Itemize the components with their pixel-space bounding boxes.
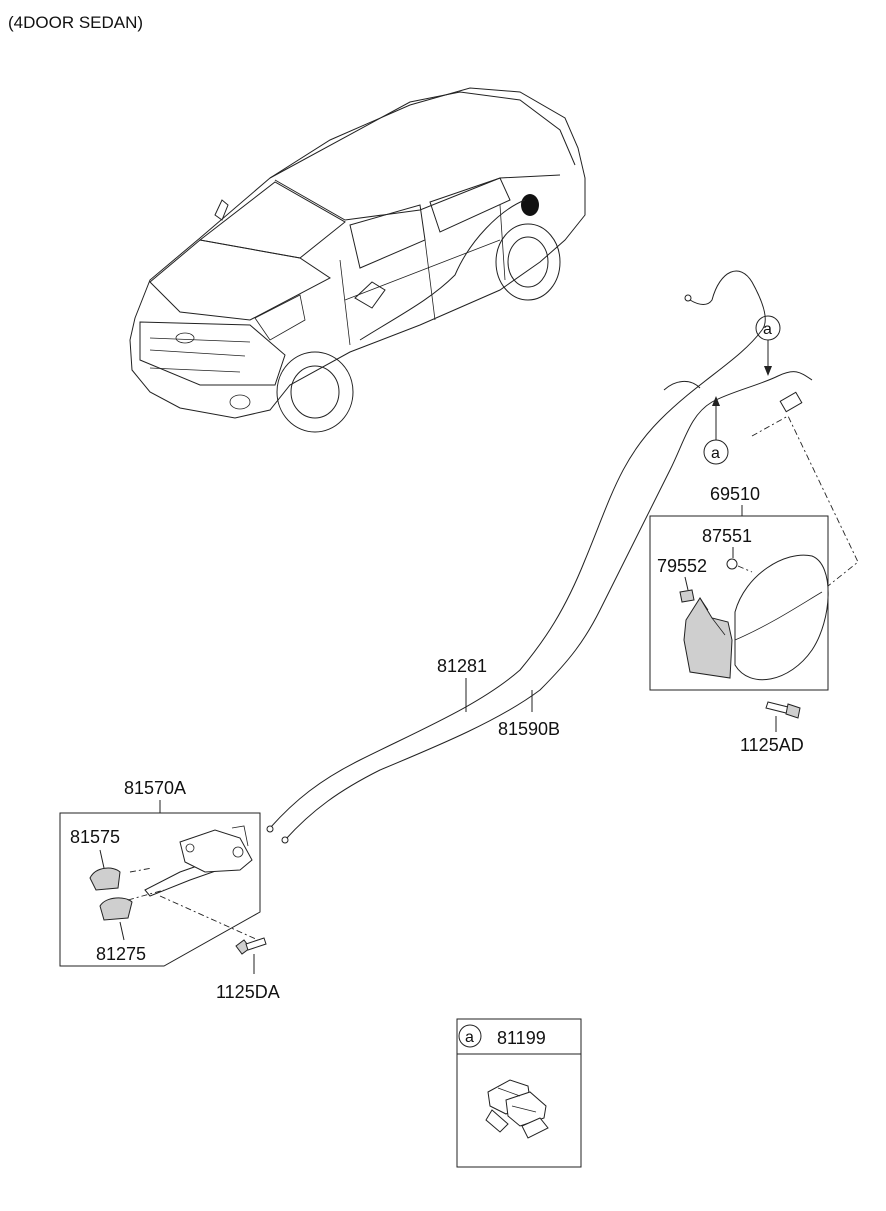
callout-a-top-letter: a <box>763 321 772 338</box>
cable-81281 <box>266 270 766 833</box>
callout-a-middle: a <box>703 396 729 465</box>
label-81281: 81281 <box>437 656 487 676</box>
bolt-1125DA: 1125DA <box>216 937 280 1002</box>
sedan-car-illustration <box>129 87 586 433</box>
clip-81199-icon <box>485 1079 549 1139</box>
opener-lever-assembly-box: 81570A 81575 81275 <box>59 778 261 967</box>
screw-1125AD: 1125AD <box>740 701 804 755</box>
label-79552: 79552 <box>657 556 707 576</box>
part-87551-icon <box>726 558 738 570</box>
label-1125AD: 1125AD <box>740 735 804 755</box>
fuel-flap-icon <box>734 554 829 681</box>
clip-81199-box: a 81199 <box>456 1018 582 1168</box>
label-81275: 81275 <box>96 944 146 964</box>
clip-box-letter: a <box>465 1029 474 1046</box>
label-81590B: 81590B <box>498 719 560 739</box>
label-81570A: 81570A <box>124 778 186 798</box>
cable-81590B <box>281 371 813 844</box>
label-1125DA: 1125DA <box>216 982 280 1002</box>
part-79552-icon <box>679 589 695 603</box>
diagram-title: (4DOOR SEDAN) <box>8 13 143 32</box>
callout-a-middle-letter: a <box>711 445 720 462</box>
part-81275-icon <box>99 897 133 921</box>
callout-a-top: a <box>755 315 781 376</box>
label-87551: 87551 <box>702 526 752 546</box>
part-81575-icon <box>89 867 121 891</box>
fuel-door-assembly-box: 69510 87551 79552 <box>649 484 829 691</box>
label-81199: 81199 <box>497 1028 546 1048</box>
label-81575: 81575 <box>70 827 120 847</box>
label-69510: 69510 <box>710 484 760 504</box>
